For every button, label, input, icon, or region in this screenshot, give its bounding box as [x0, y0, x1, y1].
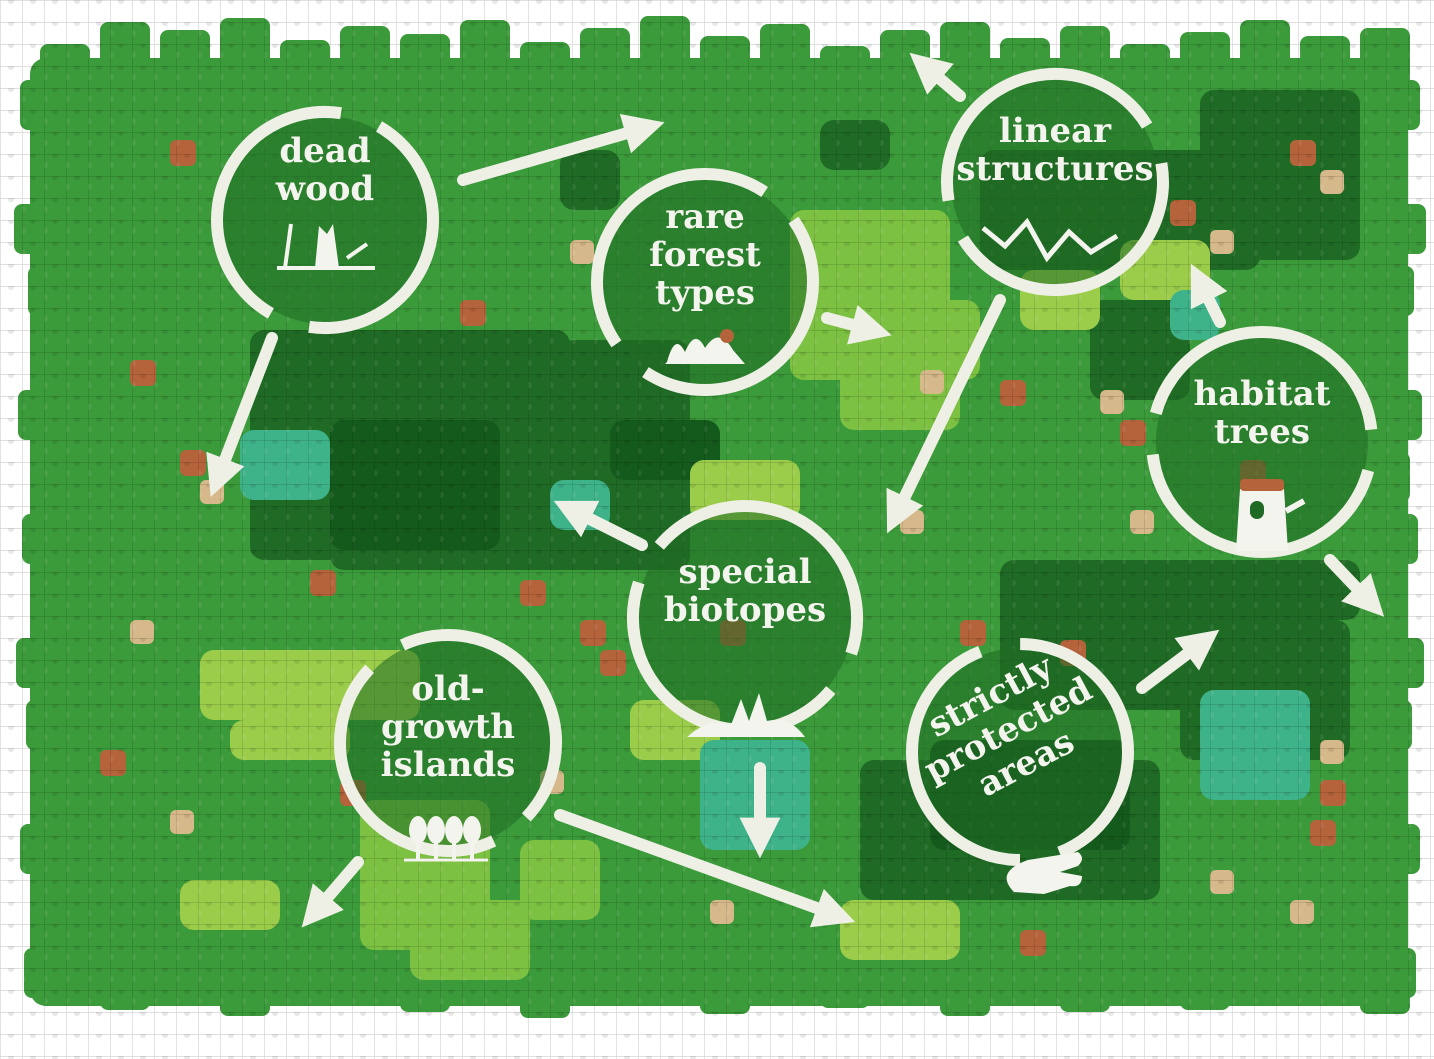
- node-label-line: old-: [411, 669, 484, 709]
- node-label-line: forest: [649, 235, 761, 275]
- node-label-line: biotopes: [664, 590, 826, 630]
- node-label-line: dead: [279, 131, 370, 171]
- node-label-line: rare: [665, 197, 745, 237]
- node-label-line: types: [655, 273, 755, 313]
- node-label-line: growth: [381, 707, 515, 747]
- node-label-line: structures: [956, 149, 1153, 189]
- node-label-line: islands: [381, 745, 516, 785]
- node-label-line: special: [678, 552, 811, 592]
- node-label-line: habitat: [1194, 374, 1331, 414]
- node-label-line: trees: [1214, 412, 1310, 452]
- node-label-line: wood: [275, 169, 374, 209]
- node-label-line: linear: [999, 111, 1112, 151]
